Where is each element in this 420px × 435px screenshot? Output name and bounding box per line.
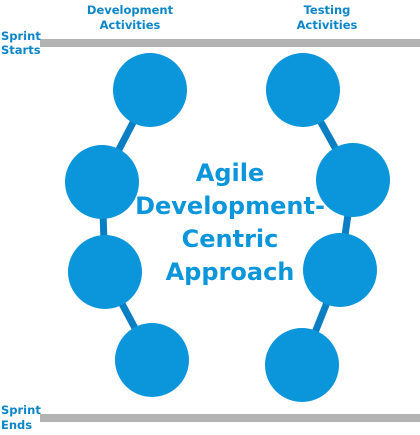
center-title-line2: Development-	[135, 192, 325, 220]
center-title-line1: Agile	[196, 159, 264, 187]
dev-label-line2: Activities	[100, 18, 161, 32]
dev-node-2	[65, 145, 139, 219]
test-label-line1: Testing	[304, 3, 351, 17]
dev-label-line1: Development	[87, 3, 174, 17]
dev-node-4	[115, 323, 189, 397]
dev-node-1	[113, 53, 187, 127]
test-node-3	[303, 233, 377, 307]
sprint-start-line1: Sprint	[1, 29, 41, 43]
test-node-2	[316, 143, 390, 217]
sprint-end-bar	[40, 414, 420, 422]
center-title-line4: Approach	[166, 258, 295, 286]
sprint-start-bar	[40, 39, 420, 47]
sprint-end-line1: Sprint	[1, 403, 41, 417]
sprint-start-line2: Starts	[1, 43, 41, 57]
test-node-4	[265, 328, 339, 402]
test-node-1	[266, 53, 340, 127]
center-title-line3: Centric	[182, 225, 279, 253]
sprint-end-line2: Ends	[1, 418, 32, 432]
test-label-line2: Activities	[297, 18, 358, 32]
dev-node-3	[68, 235, 142, 309]
